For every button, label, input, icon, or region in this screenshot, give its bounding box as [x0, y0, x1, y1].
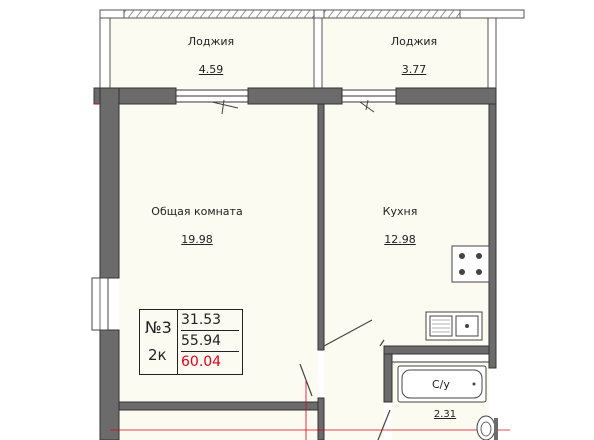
apartment-id-cell: №3 2к: [140, 310, 178, 374]
kitchen-sink-icon: [425, 311, 483, 341]
bath-partition: [391, 353, 490, 363]
apartment-type: 2к: [148, 346, 167, 364]
bathroom-area: 2.31: [433, 409, 457, 420]
living-room-area: 19.98: [181, 233, 213, 246]
loggia-railing: [99, 9, 525, 19]
stove-icon: [451, 245, 490, 283]
interior-walls: [118, 103, 490, 440]
kitchen-floor: [324, 104, 489, 346]
hall-floor: [324, 346, 384, 440]
loggia-2-floor: [322, 18, 488, 88]
lower-room-floor: [119, 410, 318, 440]
balcony-doors: [175, 89, 397, 103]
door-swing-lines: [211, 99, 375, 115]
bathroom-label: С/у: [432, 378, 450, 391]
kitchen-area: 12.98: [384, 233, 416, 246]
total-area-value: 55.94: [181, 331, 239, 352]
kitchen-name: Кухня: [382, 205, 418, 218]
toilet-icon: [476, 415, 498, 440]
apartment-number: №3: [145, 318, 172, 337]
living-room-name: Общая комната: [151, 205, 243, 218]
loggia-1-name: Лоджия: [187, 35, 235, 48]
loggia-1-floor: [110, 18, 318, 88]
left-window: [91, 277, 109, 331]
loggia-2-name: Лоджия: [390, 35, 438, 48]
apartment-info-box: №3 2к 31.53 55.94 60.04: [139, 309, 243, 375]
bathtub-icon: [397, 365, 487, 403]
living-area-value: 31.53: [181, 310, 239, 331]
total-with-loggia-value: 60.04: [181, 354, 222, 370]
loggia-2-area: 3.77: [401, 63, 427, 76]
red-guide-lines: [94, 103, 510, 440]
exterior-walls: [93, 87, 497, 440]
loggia-1-area: 4.59: [198, 63, 224, 76]
